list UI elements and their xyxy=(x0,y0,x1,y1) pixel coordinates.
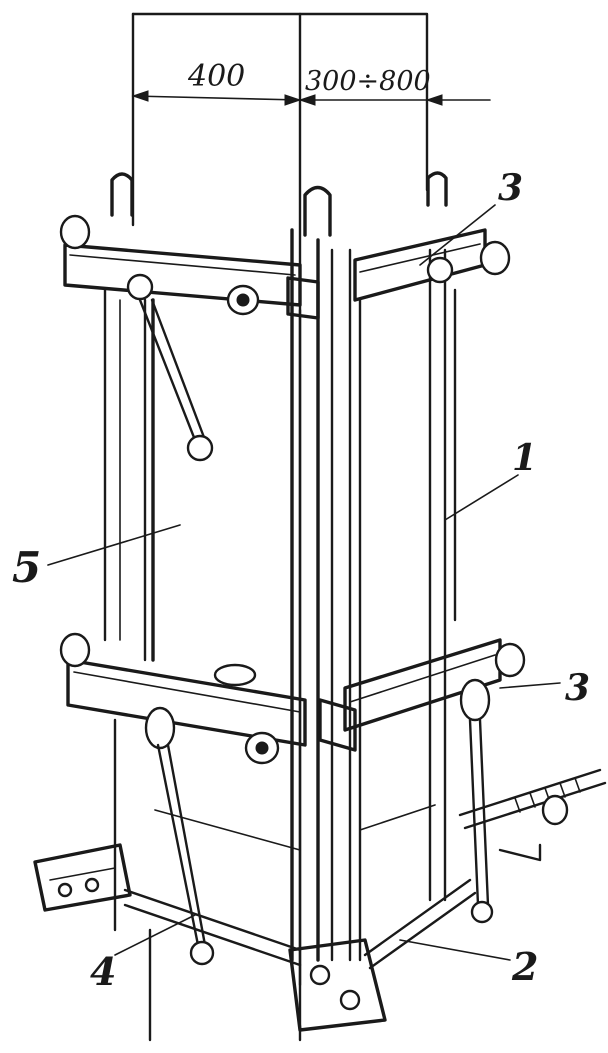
label-yoke-lower: 3 xyxy=(565,667,590,709)
screw-jack xyxy=(458,768,607,862)
yoke-lower xyxy=(59,632,526,765)
label-corner-clamp: 2 xyxy=(511,944,538,989)
label-panel-side: 5 xyxy=(12,543,41,592)
dimension-depth-label: 300÷800 xyxy=(305,66,431,97)
panel-lower xyxy=(113,718,436,1042)
label-yoke-upper: 3 xyxy=(498,167,523,209)
label-panel-lower: 4 xyxy=(90,949,116,994)
yoke-upper xyxy=(59,171,511,320)
label-yoke-tie: 1 xyxy=(512,437,537,479)
dimension-width-label: 400 xyxy=(187,59,245,94)
panel-front-left xyxy=(103,288,302,987)
column-top xyxy=(131,12,429,1042)
corner-post-left xyxy=(143,298,155,662)
corner-post-right xyxy=(428,248,447,902)
dimension-depth: 300÷800 xyxy=(298,66,491,106)
base-clamp-left xyxy=(33,843,302,967)
corner-post-center xyxy=(290,228,352,962)
leader-lines xyxy=(47,204,561,961)
base-clamp-corner xyxy=(288,878,477,1032)
tie-rod-upper xyxy=(138,298,214,462)
tie-rod-lower xyxy=(156,718,494,966)
panel-right xyxy=(358,288,457,962)
dimension-width: 400 xyxy=(131,59,302,106)
